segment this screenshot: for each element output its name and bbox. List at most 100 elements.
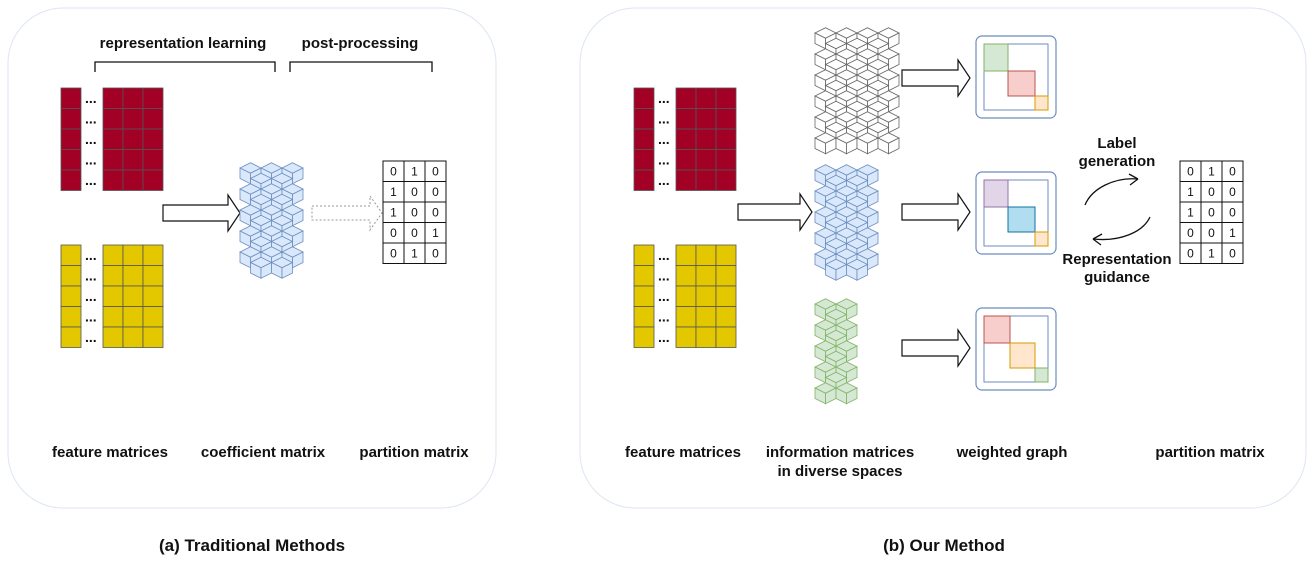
partition-cell-value: 0	[432, 185, 439, 199]
panel-b-frame	[579, 7, 1307, 509]
yellow-feature-cell	[142, 326, 164, 348]
partition-cell-value: 1	[390, 185, 397, 199]
red-feature-cell	[102, 87, 124, 109]
red-feature-cell	[122, 128, 144, 150]
yellow-feature-cell	[102, 306, 124, 328]
cycle-arrowhead-bottom	[1092, 233, 1103, 246]
cube-face	[281, 261, 293, 279]
caption-b: (b) Our Method	[883, 536, 1005, 555]
weighted-graph-2	[975, 171, 1057, 255]
red-feature-cell	[675, 87, 697, 109]
partition-cell-value: 0	[411, 226, 418, 240]
yellow-feature-cell	[695, 306, 717, 328]
label-generation: generation	[1079, 153, 1156, 170]
arrow-to-coefficient	[162, 193, 241, 233]
yellow-feature-cell	[142, 285, 164, 307]
ellipsis: ...	[658, 172, 670, 188]
ellipsis: ...	[658, 288, 670, 304]
partition-cell-value: 0	[411, 206, 418, 220]
red-feature-cell	[715, 169, 737, 191]
ellipsis: ...	[658, 111, 670, 127]
ellipsis: ...	[85, 247, 97, 263]
yellow-feature-cell	[102, 326, 124, 348]
arrow-to-partition-dotted	[311, 194, 383, 232]
ellipsis: ...	[85, 111, 97, 127]
partition-cell-value: 1	[1187, 206, 1194, 220]
yellow-feature-cell	[60, 306, 82, 328]
red-feature-cell	[142, 149, 164, 171]
cycle-arrowhead-top	[1128, 173, 1139, 186]
yellow-feature-cell	[122, 306, 144, 328]
partition-cell-value: 0	[1229, 247, 1236, 261]
red-feature-cell	[60, 149, 82, 171]
yellow-feature-cell	[60, 244, 82, 266]
red-feature-cell	[122, 108, 144, 130]
red-feature-cell	[60, 128, 82, 150]
partition-cell-value: 0	[390, 247, 397, 261]
partition-cell-value: 0	[1229, 165, 1236, 179]
yellow-feature-cell	[715, 285, 737, 307]
yellow-feature-cell	[675, 306, 697, 328]
arrow-green-to-graph	[901, 328, 971, 368]
yellow-feature-cell	[695, 285, 717, 307]
partition-cell-value: 1	[432, 226, 439, 240]
ellipsis: ...	[85, 288, 97, 304]
partition-cell-value: 1	[1208, 247, 1215, 261]
partition-cell-value: 1	[390, 206, 397, 220]
label-in-diverse-spaces: in diverse spaces	[777, 463, 902, 480]
partition-cell-value: 0	[1208, 206, 1215, 220]
yellow-feature-cell	[695, 326, 717, 348]
brace-post-processing	[289, 61, 433, 72]
yellow-feature-cell	[102, 244, 124, 266]
label-representation-learning: representation learning	[100, 35, 267, 52]
partition-cell-value: 0	[390, 165, 397, 179]
partition-cell-value: 0	[1187, 247, 1194, 261]
yellow-feature-cell	[60, 285, 82, 307]
feature-matrix-yellow: ...............	[60, 244, 164, 348]
partition-cell-value: 1	[1187, 185, 1194, 199]
label-post-processing: post-processing	[302, 35, 419, 52]
coefficient-matrix-cubes	[239, 162, 304, 279]
ellipsis: ...	[658, 309, 670, 325]
red-feature-cell	[102, 128, 124, 150]
partition-cell	[424, 242, 447, 264]
yellow-feature-cell	[633, 265, 655, 287]
partition-cell-value: 0	[432, 247, 439, 261]
red-feature-cell	[695, 149, 717, 171]
yellow-feature-cell	[142, 244, 164, 266]
ellipsis: ...	[658, 131, 670, 147]
yellow-feature-cell	[60, 265, 82, 287]
red-feature-cell	[142, 169, 164, 191]
info-matrix-gray-cubes	[814, 27, 900, 155]
yellow-feature-cell	[633, 326, 655, 348]
yellow-feature-cell	[695, 265, 717, 287]
red-feature-cell	[633, 128, 655, 150]
yellow-feature-cell	[633, 244, 655, 266]
partition-cell-value: 0	[1208, 185, 1215, 199]
label-representation: Representation	[1062, 251, 1171, 268]
label-partition-matrix-b: partition matrix	[1155, 444, 1265, 461]
ellipsis: ...	[85, 152, 97, 168]
ellipsis: ...	[658, 268, 670, 284]
ellipsis: ...	[658, 90, 670, 106]
red-feature-cell	[142, 128, 164, 150]
ellipsis: ...	[85, 172, 97, 188]
yellow-feature-cell	[142, 306, 164, 328]
red-feature-cell	[142, 108, 164, 130]
label-feature-matrices-a: feature matrices	[52, 444, 168, 461]
partition-cell-value: 0	[1229, 185, 1236, 199]
red-feature-cell	[633, 108, 655, 130]
label-guidance: guidance	[1084, 269, 1150, 286]
red-feature-cell	[122, 149, 144, 171]
ellipsis: ...	[658, 152, 670, 168]
label-coefficient-matrix: coefficient matrix	[201, 444, 326, 461]
partition-cell-value: 0	[432, 165, 439, 179]
partition-cell-value: 0	[1208, 226, 1215, 240]
cycle-arrow-bottom	[1092, 216, 1151, 241]
yellow-feature-cell	[102, 285, 124, 307]
ellipsis: ...	[658, 247, 670, 263]
red-feature-cell	[715, 149, 737, 171]
yellow-feature-cell	[715, 244, 737, 266]
